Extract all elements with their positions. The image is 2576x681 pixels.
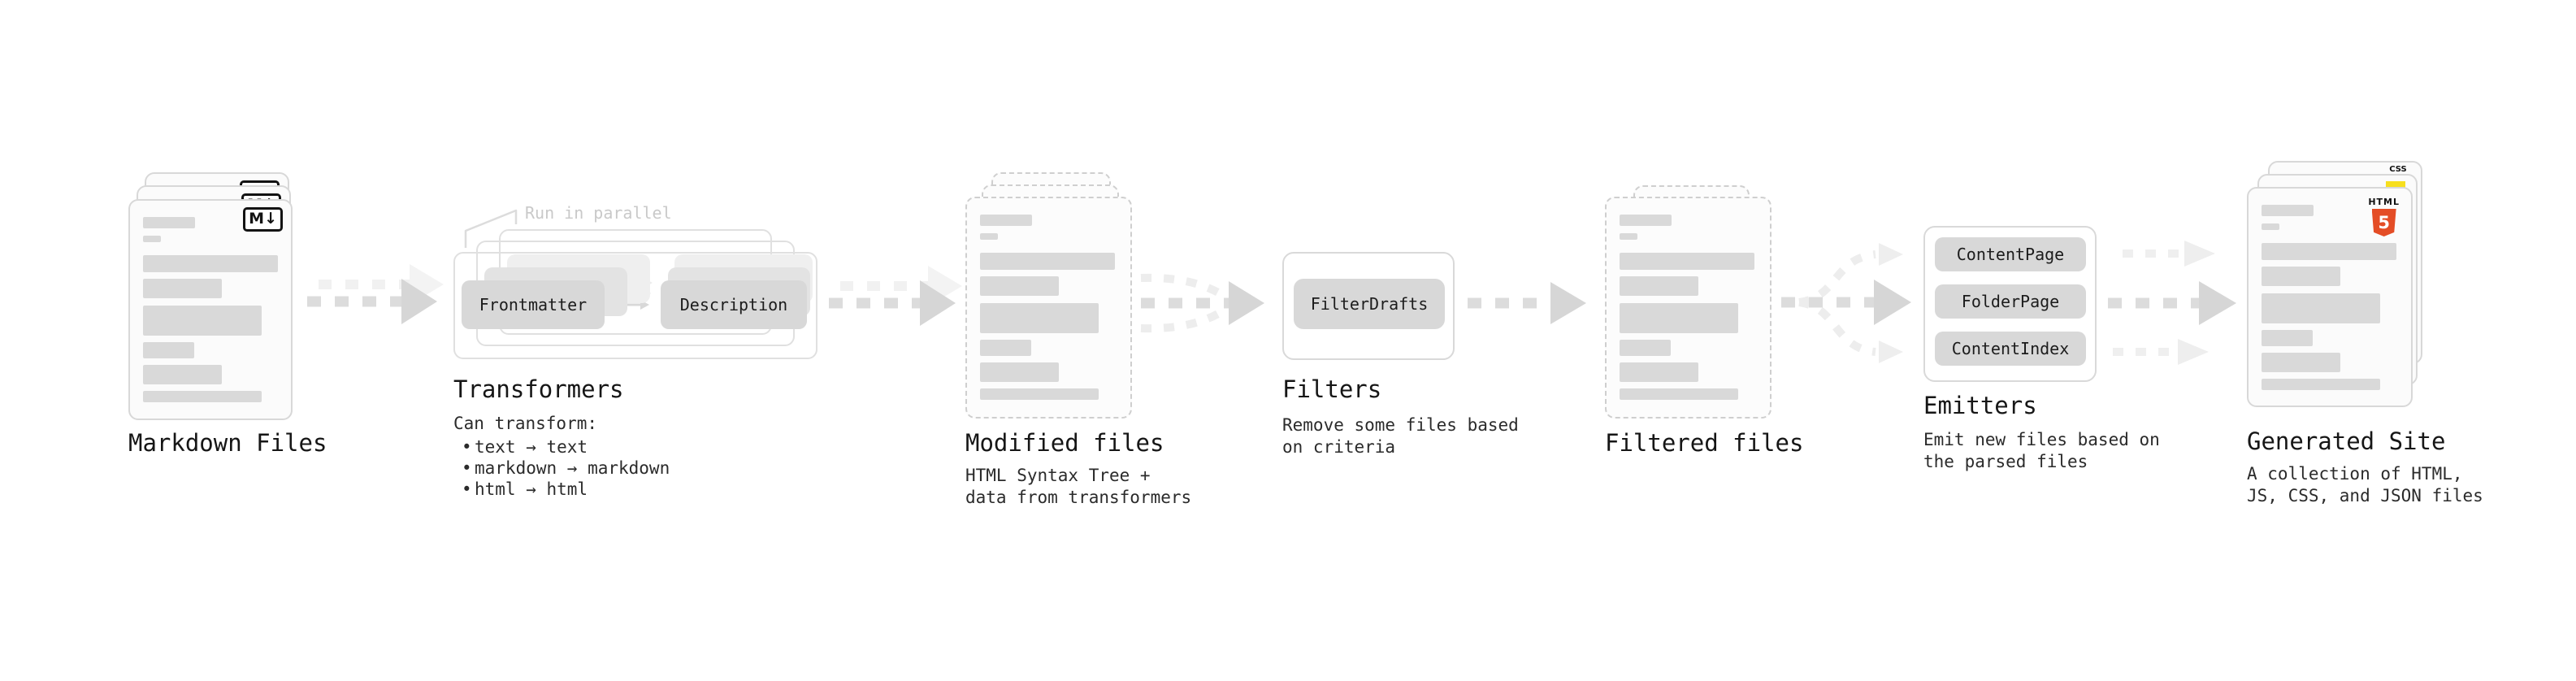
text-line-bar bbox=[143, 391, 262, 402]
text-line-bar bbox=[980, 362, 1059, 382]
contentindex-pill: ContentIndex bbox=[1935, 332, 2086, 366]
css-icon-label: CSS bbox=[2389, 165, 2407, 174]
run-in-parallel-annotation: Run in parallel bbox=[525, 203, 672, 223]
text-line-bar bbox=[143, 342, 194, 358]
transform-bullet: markdown → markdown bbox=[462, 458, 670, 479]
file-card-dashed bbox=[1605, 197, 1772, 419]
text-line-bar bbox=[2262, 330, 2313, 346]
transformers-title: Transformers bbox=[453, 375, 624, 403]
arrow-transformers-to-modified bbox=[829, 266, 962, 326]
run-in-parallel-leader-line bbox=[464, 209, 518, 248]
arrow-emitters-to-generated bbox=[2108, 241, 2236, 365]
modified-files-group bbox=[965, 172, 1152, 424]
html5-icon-label: HTML bbox=[2368, 197, 2400, 207]
text-line-bar bbox=[143, 279, 222, 298]
text-line-bar bbox=[980, 253, 1115, 270]
markdown-files-group: M↓ M↓ M↓ bbox=[128, 172, 315, 424]
arrow-filtered-to-emitters bbox=[1781, 243, 1911, 363]
text-line-bar bbox=[1620, 388, 1738, 400]
folderpage-pill: FolderPage bbox=[1935, 284, 2086, 319]
filters-title: Filters bbox=[1282, 375, 1382, 403]
text-line-bar bbox=[2262, 353, 2340, 372]
text-line-bar bbox=[980, 303, 1099, 333]
text-line-bar bbox=[1620, 362, 1698, 382]
file-card-dashed bbox=[965, 197, 1132, 419]
generated-site-group: CSS HTML 5 bbox=[2247, 161, 2438, 413]
text-line-bar bbox=[1620, 253, 1754, 270]
transformers-subtitle: Can transform: bbox=[453, 414, 598, 433]
transformers-bullet-list: text → text markdown → markdown html → h… bbox=[462, 436, 670, 500]
frontmatter-pill: Frontmatter bbox=[462, 280, 605, 329]
text-line-bar bbox=[1620, 233, 1637, 240]
generated-site-subtitle: A collection of HTML, JS, CSS, and JSON … bbox=[2247, 464, 2483, 505]
arrow-markdown-to-transformers bbox=[307, 264, 444, 324]
text-line-bar bbox=[1620, 303, 1738, 333]
filtered-files-group bbox=[1605, 185, 1792, 429]
text-line-bar bbox=[2262, 243, 2396, 260]
file-card: M↓ bbox=[128, 199, 293, 420]
html5-icon-shield: 5 bbox=[2371, 209, 2396, 236]
transformer-box-front bbox=[453, 252, 817, 359]
modified-files-subtitle: HTML Syntax Tree + data from transformer… bbox=[965, 466, 1192, 507]
text-line-bar bbox=[1620, 215, 1672, 226]
text-line-bar bbox=[980, 215, 1032, 226]
text-line-bar bbox=[143, 306, 262, 336]
emitters-title: Emitters bbox=[1923, 392, 2037, 419]
filtered-files-title: Filtered files bbox=[1605, 429, 1804, 457]
emitters-subtitle: Emit new files based on the parsed files bbox=[1923, 430, 2160, 471]
filters-subtitle: Remove some files based on criteria bbox=[1282, 415, 1519, 457]
html5-icon-number: 5 bbox=[2378, 213, 2390, 232]
text-line-bar bbox=[980, 276, 1059, 296]
text-line-bar bbox=[2262, 223, 2279, 230]
transform-bullet: text → text bbox=[462, 436, 670, 458]
text-line-bar bbox=[980, 340, 1031, 356]
markdown-icon: M↓ bbox=[243, 207, 283, 232]
text-line-bar bbox=[2262, 379, 2380, 390]
arrow-modified-to-filters bbox=[1140, 273, 1264, 333]
text-line-bar bbox=[143, 365, 222, 384]
text-line-bar bbox=[143, 255, 278, 272]
text-line-bar bbox=[2262, 293, 2380, 323]
text-line-bar bbox=[980, 233, 998, 240]
contentpage-pill: ContentPage bbox=[1935, 237, 2086, 271]
text-line-bar bbox=[143, 236, 161, 242]
text-line-bar bbox=[1620, 276, 1698, 296]
html5-icon: HTML 5 bbox=[2368, 197, 2400, 236]
text-line-bar bbox=[2262, 267, 2340, 286]
description-pill: Description bbox=[661, 280, 807, 329]
modified-files-title: Modified files bbox=[965, 429, 1164, 457]
text-line-bar bbox=[143, 217, 195, 228]
text-line-bar bbox=[2262, 205, 2314, 216]
text-line-bar bbox=[1620, 340, 1671, 356]
generated-site-title: Generated Site bbox=[2247, 427, 2446, 455]
transform-bullet: html → html bbox=[462, 479, 670, 500]
filterdrafts-pill: FilterDrafts bbox=[1294, 279, 1445, 329]
file-card: HTML 5 bbox=[2247, 187, 2413, 407]
arrow-filters-to-filtered bbox=[1468, 282, 1586, 324]
text-line-bar bbox=[980, 388, 1099, 400]
markdown-files-title: Markdown Files bbox=[128, 429, 327, 457]
